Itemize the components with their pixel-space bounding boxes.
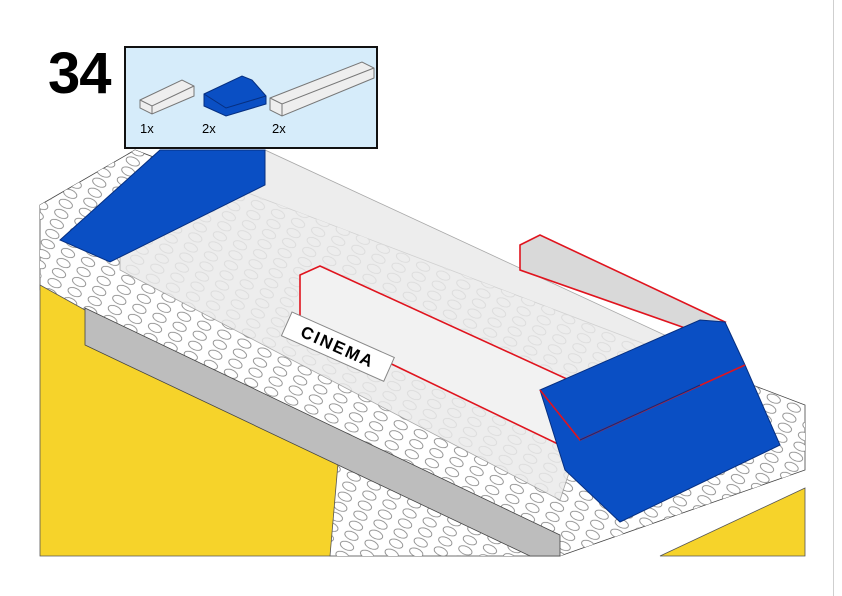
yellow-wall-right [659,487,806,557]
part-qty-2: 2x [202,121,216,136]
window-row [84,307,561,557]
part-1x4-trans-brick [139,79,195,115]
step-number: 34 [48,41,112,106]
blue-slope-left [59,149,266,263]
blue-slope-right [539,319,781,523]
parts-list: 1x 2x 2x [124,46,378,149]
part-qty-3: 2x [272,121,286,136]
part-2x4-blue-slope [203,75,267,117]
slope-seam [579,384,701,441]
page-edge [833,0,834,596]
part-1x10-trans-brick [269,61,375,117]
part-qty-1: 1x [140,121,154,136]
